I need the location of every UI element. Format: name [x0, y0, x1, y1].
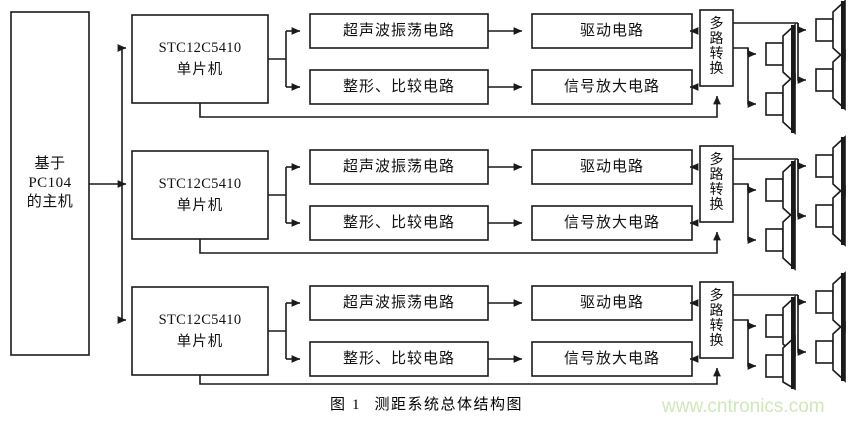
channel-row-2 [131, 135, 846, 271]
mux-out-bot-3 [747, 320, 757, 370]
amp-box-2 [531, 205, 693, 241]
channel-row-1 [131, 0, 846, 135]
mcu-box-1 [131, 14, 269, 104]
mux-out-bot-1 [747, 48, 757, 108]
mux-out-to-far-bot-1 [797, 23, 807, 84]
transducer-1-4 [815, 49, 846, 111]
mux-out-mid-2 [733, 183, 757, 194]
transducer-2-4 [815, 185, 846, 247]
mux-out-to-far-top-2 [797, 159, 807, 170]
amp-box-1 [531, 69, 693, 105]
mux-out-bot-2 [747, 184, 757, 244]
mux-box-3 [699, 281, 734, 359]
shape-box-3 [309, 341, 489, 377]
mux-box-2 [699, 145, 734, 223]
amp-box-3 [531, 341, 693, 377]
shape-box-2 [309, 205, 489, 241]
mux-box-1 [699, 9, 734, 87]
mux-out-mid-3 [733, 319, 757, 330]
osc-box-3 [309, 285, 489, 321]
caption-text: 测距系统总体结构图 [374, 397, 524, 413]
transducer-1-2 [765, 73, 796, 135]
watermark: www.cntronics.com [662, 396, 825, 417]
mux-out-to-far-top-3 [797, 295, 807, 306]
osc-box-1 [309, 13, 489, 49]
mcu-box-3 [131, 286, 269, 376]
transducer-2-3 [815, 135, 846, 197]
mux-out-to-far-bot-2 [797, 159, 807, 220]
drive-box-1 [531, 13, 693, 49]
transducer-1-3 [815, 0, 846, 61]
mcu-mux-control-2 [199, 231, 721, 254]
transducer-1-1 [765, 23, 796, 85]
channel-row-3 [131, 271, 846, 391]
transducer-2-2 [765, 209, 796, 271]
caption-number: 1 [352, 397, 361, 413]
transducer-3-3 [815, 271, 846, 333]
drive-box-2 [531, 149, 693, 185]
host-box [10, 11, 90, 356]
mux-out-to-far-bot-3 [797, 295, 807, 356]
mux-out-to-far-top-1 [797, 23, 807, 34]
mux-out-mid-1 [733, 47, 757, 58]
mcu-mux-control-3 [199, 367, 721, 385]
mcu-box-2 [131, 150, 269, 240]
shape-box-1 [309, 69, 489, 105]
transducer-3-4 [815, 321, 846, 383]
osc-box-2 [309, 149, 489, 185]
drive-box-3 [531, 285, 693, 321]
transducer-3-2 [765, 335, 796, 391]
transducer-2-1 [765, 159, 796, 221]
mcu-mux-control-1 [199, 95, 721, 118]
caption-prefix: 图 [329, 397, 346, 413]
